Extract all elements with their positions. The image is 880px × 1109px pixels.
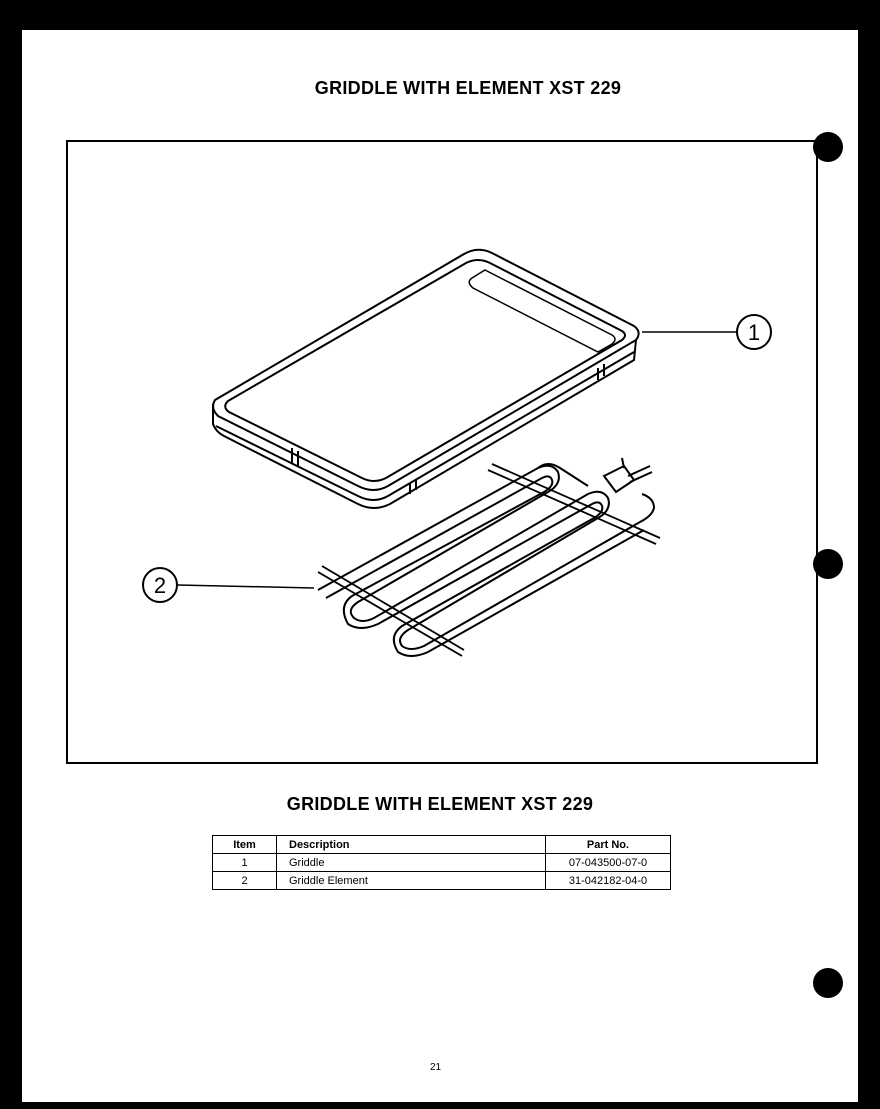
row-item: 2 bbox=[212, 871, 277, 890]
callout-2: 2 bbox=[142, 567, 315, 603]
griddle-drawing bbox=[212, 248, 640, 509]
punch-hole-middle bbox=[813, 549, 843, 579]
table-row: 2 Griddle Element 31-042182-04-0 bbox=[212, 871, 671, 890]
parts-list-title: GRIDDLE WITH ELEMENT XST 229 bbox=[286, 794, 594, 814]
parts-table: Item Description Part No. 1 Griddle 07-0… bbox=[212, 835, 671, 890]
diagram-title: GRIDDLE WITH ELEMENT XST 229 bbox=[314, 78, 622, 98]
table-row: 1 Griddle 07-043500-07-0 bbox=[212, 853, 671, 872]
page-number: 21 bbox=[430, 1062, 442, 1073]
header-description: Description bbox=[276, 835, 546, 854]
punch-hole-bottom bbox=[813, 968, 843, 998]
header-part-no: Part No. bbox=[545, 835, 671, 854]
row-description: Griddle bbox=[276, 853, 546, 872]
parts-table-header-row: Item Description Part No. bbox=[212, 835, 671, 854]
exploded-parts-diagram: 1 2 bbox=[142, 248, 772, 657]
row-part-no: 31-042182-04-0 bbox=[545, 871, 671, 890]
row-item: 1 bbox=[212, 853, 277, 872]
document-page: GRIDDLE WITH ELEMENT XST 229 1 bbox=[22, 30, 858, 1102]
callout-1-label: 1 bbox=[748, 320, 760, 345]
header-item: Item bbox=[212, 835, 277, 854]
callout-2-label: 2 bbox=[154, 573, 166, 598]
exploded-diagram-frame: 1 2 bbox=[66, 140, 818, 764]
callout-1: 1 bbox=[642, 314, 772, 350]
griddle-element-drawing bbox=[317, 457, 661, 657]
punch-hole-top bbox=[813, 132, 843, 162]
row-description: Griddle Element bbox=[276, 871, 546, 890]
row-part-no: 07-043500-07-0 bbox=[545, 853, 671, 872]
